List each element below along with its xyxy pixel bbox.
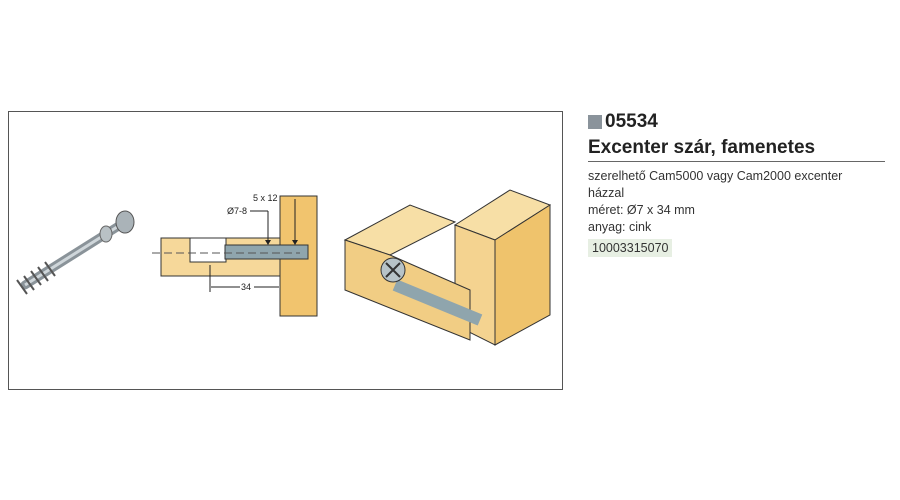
article-number: 10003315070 <box>588 239 673 257</box>
cross-section-drawing: 5 x 12 Ø7-8 34 <box>152 193 318 317</box>
size-line: méret: Ø7 x 34 mm <box>588 203 695 217</box>
length-dimension-label: 34 <box>241 282 251 292</box>
illustration-frame <box>8 111 563 390</box>
product-code: 05534 <box>588 110 885 134</box>
product-code-text: 05534 <box>605 111 658 132</box>
diameter-dimension-label: Ø7-8 <box>227 206 247 216</box>
description-line: házzal <box>588 186 625 200</box>
cam-dowel-image <box>16 210 135 295</box>
gray-square-icon <box>588 115 602 129</box>
slot-dimension-label: 5 x 12 <box>253 193 278 203</box>
product-description: szerelhető Cam5000 vagy Cam2000 excenter… <box>588 168 885 236</box>
product-info: 05534 Excenter szár, famenetes szerelhet… <box>588 110 885 257</box>
description-line: szerelhető Cam5000 vagy Cam2000 excenter <box>588 169 843 183</box>
isometric-assembly-drawing <box>343 189 552 346</box>
product-title: Excenter szár, famenetes <box>588 137 885 162</box>
material-line: anyag: cink <box>588 220 652 234</box>
